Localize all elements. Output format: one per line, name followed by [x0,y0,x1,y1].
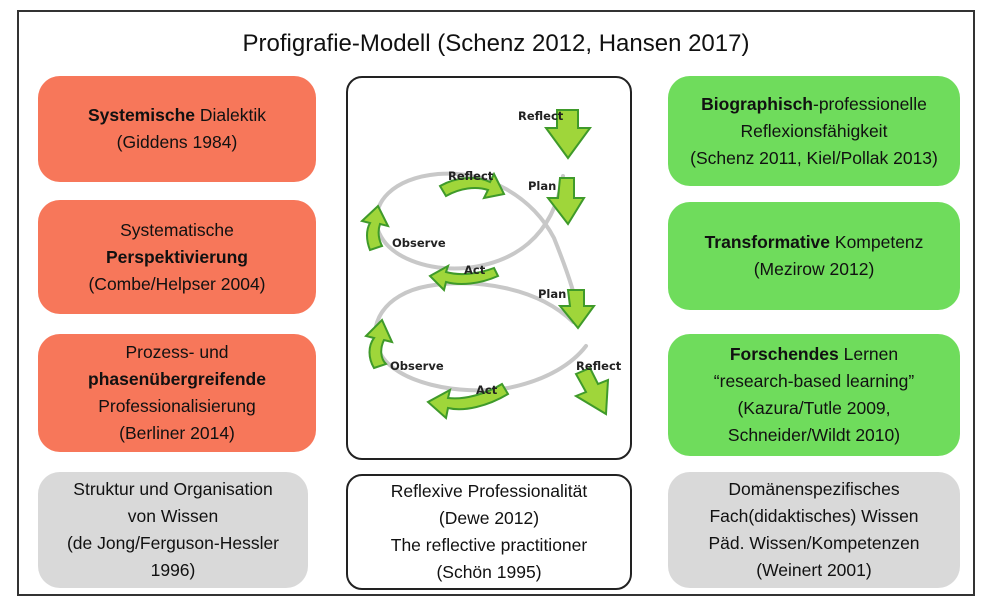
label-reflect-top: Reflect [518,109,564,123]
label-observe-upper: Observe [392,236,446,250]
box-text: Päd. Wissen/Kompetenzen [708,533,920,553]
box-citation: (Schön 1995) [436,562,542,582]
label-reflect-lower: Reflect [576,359,622,373]
box-domaenenspezifisches-wissen: Domänenspezifisches Fach(didaktisches) W… [668,472,960,588]
box-text: Professionalisierung [98,396,256,416]
box-text: The reflective practitioner [390,535,588,555]
box-struktur-wissen: Struktur und Organisation von Wissen (de… [38,472,308,588]
box-text: Kompetenz [830,232,924,252]
box-text: Systematische [120,219,234,240]
box-systemische-dialektik: Systemische Dialektik (Giddens 1984) [38,76,316,182]
box-citation: (Mezirow 2012) [753,259,875,279]
box-citation: (de Jong/Ferguson-Hessler [66,533,280,553]
box-forschendes-lernen: Forschendes Lernen “research-based learn… [668,334,960,456]
label-reflect-upper: Reflect [448,169,494,183]
box-phasenuebergreifende-professionalisierung: Prozess- und phasenübergreifende Profess… [38,334,316,452]
arrow-observe-lower [364,318,394,370]
box-text: von Wissen [127,506,219,526]
box-citation: (Combe/Helpser 2004) [88,273,266,294]
box-citation: (Berliner 2014) [119,423,235,443]
box-bold-term: Transformative [704,232,831,252]
arrow-reflect-top [544,109,592,160]
box-text: “research-based learning” [713,371,915,391]
box-bold-term: Forschendes [729,344,839,364]
label-plan-mid: Plan [538,287,566,301]
box-bold-term: Perspektivierung [106,246,248,267]
box-citation: Schneider/Wildt 2010) [727,425,901,445]
label-act-upper: Act [464,263,486,277]
box-bold-term: phasenübergreifende [88,369,266,389]
box-bold-term: Biographisch [701,93,813,114]
box-text: Domänenspezifisches [728,479,900,499]
label-act-lower: Act [476,383,498,397]
box-text: Dialektik [195,105,266,125]
arrow-plan-mid [557,289,596,330]
label-observe-lower: Observe [390,359,444,373]
box-text: -professionelle [813,93,927,114]
box-text: Struktur und Organisation [73,479,273,499]
box-reflexive-professionalitaet: Reflexive Professionalität (Dewe 2012) T… [346,474,632,590]
box-citation: (Giddens 1984) [116,132,238,152]
cycle-arrows [359,109,610,420]
box-text: Reflexive Professionalität [390,481,588,501]
label-plan-top: Plan [528,179,556,193]
box-systematische-perspektivierung: Systematische Perspektivierung (Combe/He… [38,200,316,314]
box-citation: 1996) [150,560,196,580]
arrow-plan-top [545,177,586,226]
box-transformative-kompetenz: Transformative Kompetenz (Mezirow 2012) [668,202,960,310]
arrow-reflect-upper [438,171,506,200]
reflection-cycle-panel: Reflect Plan Reflect Observe Act Plan Ob… [346,76,632,460]
box-bold-term: Systemische [87,105,195,125]
arrow-observe-upper [359,204,390,252]
box-text: Fach(didaktisches) Wissen [709,506,919,526]
box-citation: (Dewe 2012) [438,508,540,528]
arrow-reflect-lower [573,366,610,416]
arrow-act-upper [428,263,500,292]
arrow-act-lower [426,382,510,420]
box-text: Prozess- und [125,342,229,362]
box-biographisch-professionelle: Biographisch-professionelle Reflexionsfä… [668,76,960,186]
box-citation: (Weinert 2001) [756,560,872,580]
box-text: Reflexionsfähigkeit [740,120,888,141]
box-text: Lernen [838,344,899,364]
diagram-frame [17,10,975,596]
reflection-cycle-graphic: Reflect Plan Reflect Observe Act Plan Ob… [359,109,622,420]
box-citation: (Kazura/Tutle 2009, [737,398,891,418]
diagram-title: Profigrafie-Modell (Schenz 2012, Hansen … [242,30,750,57]
box-citation: (Schenz 2011, Kiel/Pollak 2013) [690,147,938,168]
